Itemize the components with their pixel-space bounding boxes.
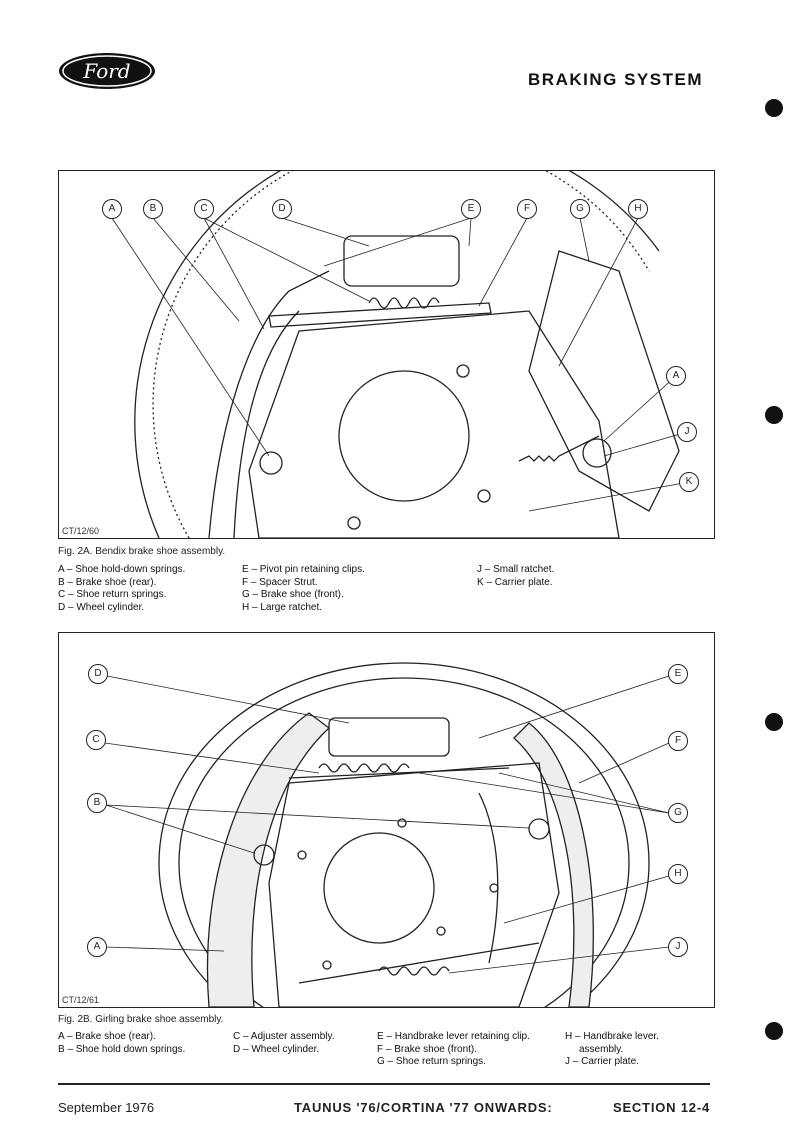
legend-column: A – Shoe hold-down springs. B – Brake sh… (58, 564, 185, 614)
figure-caption: Fig. 2B. Girling brake shoe assembly. (58, 1014, 224, 1025)
callout-e: E (668, 664, 688, 684)
legend-item: G – Shoe return springs. (377, 1056, 486, 1067)
callout-j: J (668, 937, 688, 957)
callout-f: F (517, 199, 537, 219)
figure-code: CT/12/61 (62, 995, 100, 1005)
callout-a: A (87, 937, 107, 957)
callout-g: G (668, 803, 688, 823)
legend-item: E – Pivot pin retaining clips. (242, 564, 365, 575)
callout-d: D (88, 664, 108, 684)
legend-item: E – Handbrake lever retaining clip. (377, 1031, 530, 1042)
binder-hole (765, 713, 783, 731)
legend-item: B – Brake shoe (rear). (58, 576, 157, 588)
callout-a: A (666, 366, 686, 386)
legend-column: H – Handbrake lever. assembly. J – Carri… (565, 1031, 659, 1069)
legend-item: H – Large ratchet. (242, 601, 323, 613)
callout-c: C (86, 730, 106, 750)
legend-item-carrier-plate: J – Carrier plate. (565, 1056, 639, 1067)
legend-column: J – Small ratchet. K – Carrier plate. (477, 564, 554, 589)
legend-item: K – Carrier plate. (477, 576, 553, 588)
legend-column: C – Adjuster assembly. D – Wheel cylinde… (233, 1031, 335, 1056)
legend-item: G – Brake shoe (front). (242, 589, 344, 600)
bendix-brake-diagram (111, 171, 690, 538)
figure-caption: Fig. 2A. Bendix brake shoe assembly. (58, 546, 226, 557)
legend-item: F – Spacer Strut. (242, 576, 318, 588)
legend-item: F – Brake shoe (front). (377, 1043, 478, 1055)
callout-c: C (194, 199, 214, 219)
callout-k: K (679, 472, 699, 492)
legend-item: assembly. (579, 1043, 624, 1055)
legend-item: J – Small ratchet. (477, 564, 555, 575)
figure-2b: D C B A E F G H J CT/12/61 (58, 632, 715, 1008)
footer-section: SECTION 12-4 (612, 1100, 710, 1115)
footer-divider (58, 1083, 710, 1085)
legend-item: C – Adjuster assembly. (233, 1031, 335, 1042)
section-title: BRAKING SYSTEM (528, 70, 703, 89)
legend-item: C – Shoe return springs. (58, 589, 167, 600)
callout-g: G (570, 199, 590, 219)
legend-item: A – Shoe hold-down springs. (58, 564, 186, 575)
footer-date: September 1976 (58, 1100, 155, 1115)
binder-hole (765, 99, 783, 117)
footer-model: TAUNUS '76/CORTINA '77 ONWARDS: (294, 1100, 553, 1115)
figure-2a: A B C D E F G H A J K CT/12/60 (58, 170, 715, 539)
legend-item: D – Wheel cylinder. (233, 1043, 320, 1055)
legend-item: B – Shoe hold down springs. (58, 1043, 186, 1055)
legend-column: E – Handbrake lever retaining clip. F – … (377, 1031, 530, 1069)
girling-brake-diagram (104, 662, 670, 1007)
callout-d: D (272, 199, 292, 219)
callout-a: A (102, 199, 122, 219)
svg-text:Ford: Ford (82, 59, 130, 83)
callout-h: H (668, 864, 688, 884)
ford-logo: Ford (59, 53, 155, 89)
legend-column: A – Brake shoe (rear). B – Shoe hold dow… (58, 1031, 185, 1056)
figure-code: CT/12/60 (62, 526, 100, 536)
callout-j: J (677, 422, 697, 442)
legend-item: A – Brake shoe (rear). (58, 1031, 156, 1042)
binder-hole (765, 406, 783, 424)
callout-h: H (628, 199, 648, 219)
callout-f: F (668, 731, 688, 751)
callout-b: B (143, 199, 163, 219)
binder-hole (765, 1022, 783, 1040)
legend-item: D – Wheel cylinder. (58, 601, 145, 613)
callout-e: E (461, 199, 481, 219)
legend-column: E – Pivot pin retaining clips. F – Space… (242, 564, 365, 614)
legend-item: H – Handbrake lever. (565, 1031, 659, 1042)
callout-b: B (87, 793, 107, 813)
